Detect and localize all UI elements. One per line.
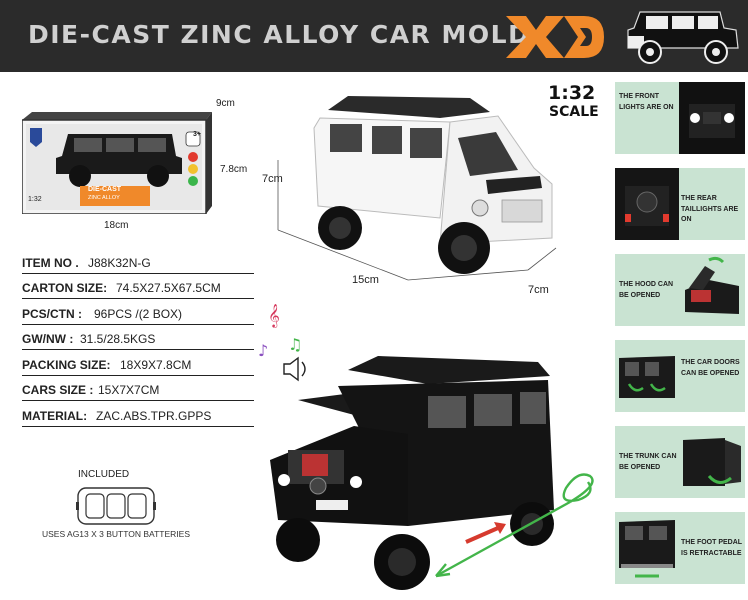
pull-back-red-arrow-icon (465, 522, 506, 544)
front-lights-thumbnail (679, 82, 745, 154)
pull-back-green-arrow-icon (435, 473, 594, 578)
hood-open-thumbnail (679, 254, 745, 326)
spec-value: 15X7X7CM (98, 383, 160, 397)
feature-hood: THE HOOD CAN BE OPENED (615, 254, 745, 326)
spec-label: MATERIAL: (22, 408, 88, 423)
spec-row-carton-size: CARTON SIZE: 74.5X27.5X67.5CM (22, 274, 254, 299)
svg-text:𝄞: 𝄞 (268, 303, 280, 328)
spec-label: CARS SIZE : (22, 383, 94, 397)
page-title: DIE-CAST ZINC ALLOY CAR MOLD (28, 20, 531, 49)
black-car-image (270, 356, 554, 590)
svg-text:♪: ♪ (258, 341, 268, 360)
spec-row-gw-nw: GW/NW : 31.5/28.5KGS (22, 325, 254, 350)
box-width-dimension: 18cm (104, 220, 129, 231)
spec-row-cars-size: CARS SIZE : 15X7X7CM (22, 376, 254, 401)
trunk-open-thumbnail (679, 426, 745, 498)
spec-row-material: MATERIAL: ZAC.ABS.TPR.GPPS (22, 401, 254, 427)
spec-value: 96PCS /(2 BOX) (94, 306, 183, 321)
spec-row-item-no: ITEM NO . J88K32N-G (22, 248, 254, 274)
feature-front-lights-text: THE FRONT LIGHTS ARE ON (619, 93, 674, 111)
age-badge: 3+ (193, 131, 201, 138)
box-height-dimension: 7.8cm (220, 164, 248, 175)
car-dimension-lines (277, 160, 557, 281)
feature-foot-pedal-text: THE FOOT PEDAL IS RETRACTABLE (681, 539, 742, 557)
battery-note: USES AG13 X 3 BUTTON BATTERIES (41, 529, 190, 539)
feature-trunk: THE TRUNK CAN BE OPENED (615, 426, 745, 498)
rear-taillights-thumbnail (615, 168, 679, 240)
brand-logo (506, 16, 604, 58)
car-width-dimension: 7cm (528, 284, 549, 296)
spec-value: 18X9X7.8CM (120, 357, 192, 372)
feature-front-lights: THE FRONT LIGHTS ARE ON (615, 82, 745, 154)
header-banner: DIE-CAST ZINC ALLOY CAR MOLD (0, 0, 748, 72)
car-length-dimension: 15cm (352, 274, 379, 286)
car-height-dimension: 7cm (262, 173, 283, 185)
scale-ratio: 1:32 (548, 82, 596, 104)
feature-doors-text: THE CAR DOORS CAN BE OPENED (681, 359, 740, 377)
package-box-image (22, 112, 212, 214)
foot-pedal-thumbnail (615, 512, 679, 584)
white-car-image (313, 96, 553, 274)
spec-value: J88K32N-G (88, 255, 151, 270)
included-label: INCLUDED (78, 469, 130, 480)
box-brand-label: DIE-CAST (88, 186, 122, 193)
svg-text:♫: ♫ (288, 335, 302, 354)
spec-label: CARTON SIZE: (22, 281, 108, 295)
box-material-label: ZINC ALLOY (88, 195, 120, 201)
feature-foot-pedal: THE FOOT PEDAL IS RETRACTABLE (615, 512, 745, 584)
spec-row-pcs-ctn: PCS/CTN : 96PCS /(2 BOX) (22, 299, 254, 325)
spec-value: 31.5/28.5KGS (80, 332, 156, 346)
feature-doors: THE CAR DOORS CAN BE OPENED (615, 340, 745, 412)
spec-value: ZAC.ABS.TPR.GPPS (96, 408, 212, 423)
header-car-silhouette-icon (627, 11, 739, 64)
box-depth-dimension: 9cm (216, 98, 235, 109)
spec-row-packing-size: PACKING SIZE: 18X9X7.8CM (22, 350, 254, 376)
feature-hood-text: THE HOOD CAN BE OPENED (619, 281, 674, 299)
feature-rear-taillights: THE REAR TAILLIGHTS ARE ON (615, 168, 745, 240)
spec-label: GW/NW : (22, 332, 74, 346)
feature-rear-taillights-text: THE REAR TAILLIGHTS ARE ON (681, 195, 739, 223)
doors-open-thumbnail (615, 340, 679, 412)
spec-label: PACKING SIZE: (22, 357, 111, 372)
spec-value: 74.5X27.5X67.5CM (116, 281, 221, 295)
box-scale-label: 1:32 (28, 196, 42, 203)
scale-label: SCALE (549, 104, 599, 120)
spec-list: ITEM NO . J88K32N-G CARTON SIZE: 74.5X27… (22, 248, 254, 427)
spec-label: ITEM NO . (22, 255, 79, 270)
battery-pack-icon (76, 487, 156, 525)
sound-effects-icon: 𝄞 ♪ ♫ (258, 303, 306, 382)
feature-trunk-text: THE TRUNK CAN BE OPENED (619, 453, 677, 471)
spec-label: PCS/CTN : (22, 306, 82, 321)
